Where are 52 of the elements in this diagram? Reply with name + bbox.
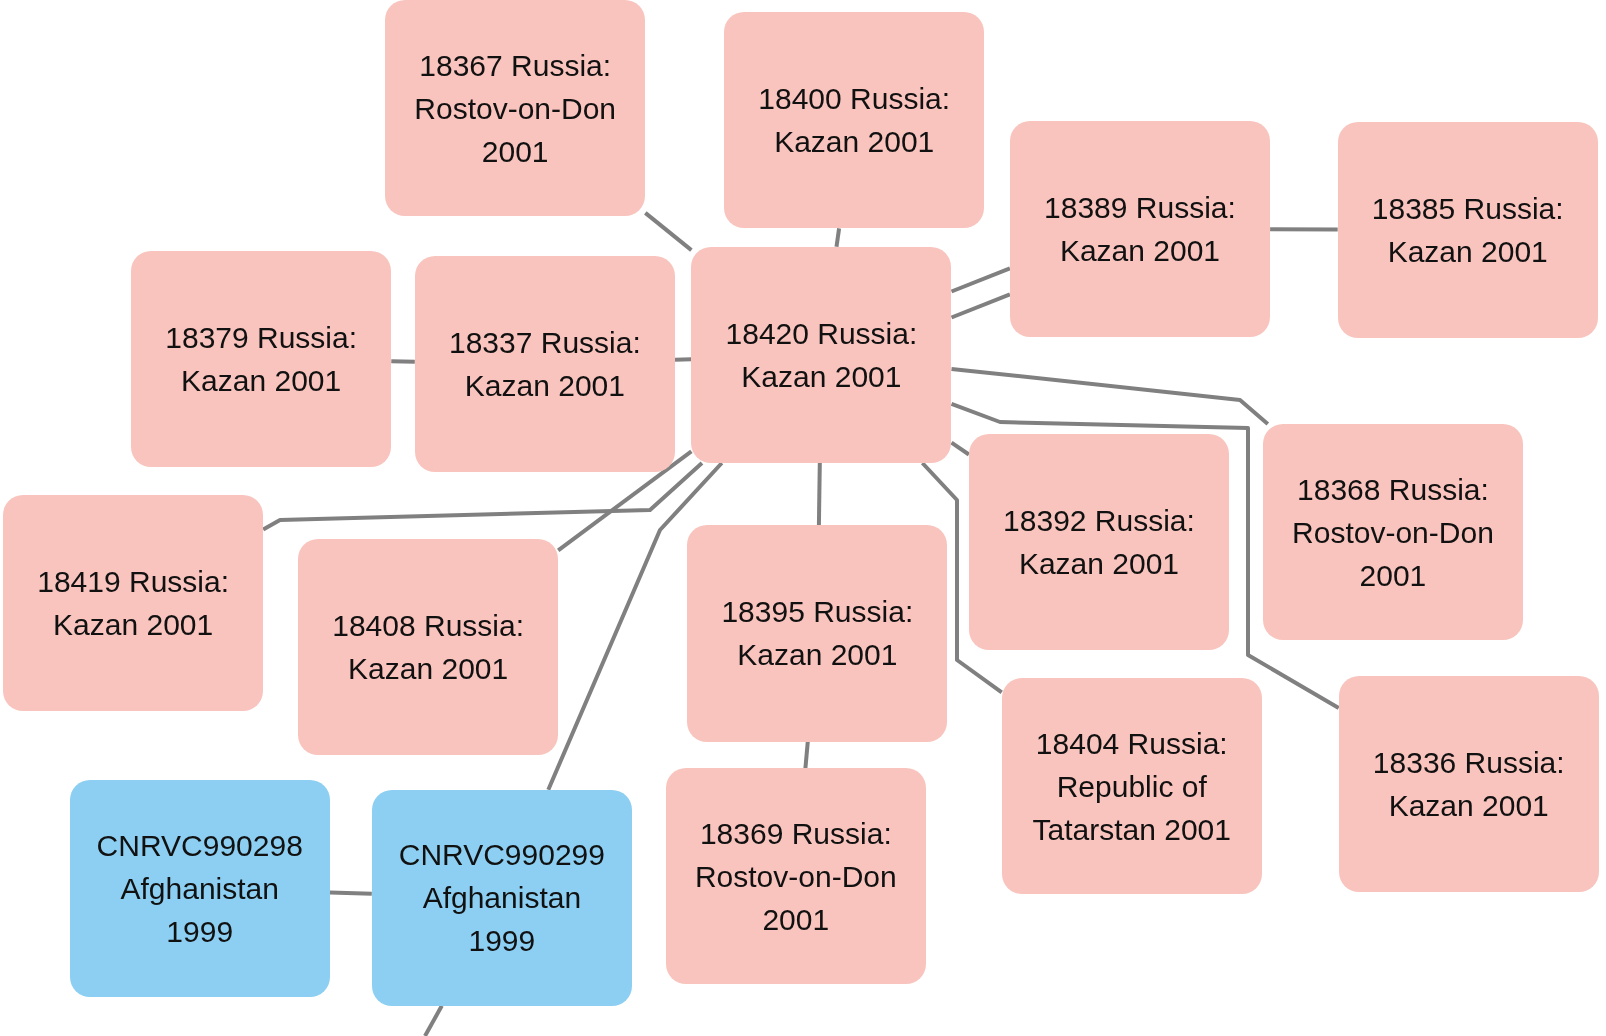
connector-line	[262, 461, 704, 532]
sample-box	[687, 525, 948, 742]
connector-line	[557, 449, 693, 552]
connector-line	[816, 462, 822, 526]
connector-line	[950, 441, 971, 457]
connector-line	[391, 359, 415, 364]
connector-line	[951, 366, 1270, 426]
sample-box	[298, 538, 559, 755]
sample-box	[1338, 676, 1599, 893]
sample-label: 18389 Russia: Kazan 2001	[1043, 189, 1237, 269]
sample-box	[724, 12, 985, 229]
connector-line	[950, 266, 1011, 294]
connector-line	[950, 401, 1340, 710]
sample-label: 18367 Russia: Rostov-on-Don 2001	[413, 47, 618, 170]
connector-line	[920, 461, 1003, 694]
connector-line	[674, 357, 692, 362]
sample-box	[131, 250, 392, 468]
sample-box	[1009, 120, 1271, 337]
sample-label: 18419 Russia: Kazan 2001	[36, 563, 231, 643]
connector-line	[1270, 227, 1338, 232]
connector-line	[546, 461, 724, 791]
sample-box	[1001, 678, 1262, 895]
sample-label: 18336 Russia: Kazan 2001	[1371, 745, 1566, 825]
sample-label: 18385 Russia: Kazan 2001	[1370, 190, 1565, 270]
sample-label: 18369 Russia: Rostov-on-Don 2001	[693, 815, 898, 938]
sample-box	[69, 780, 330, 997]
connector-line	[834, 228, 842, 248]
sample-box	[1337, 121, 1598, 338]
sample-label: 18337 Russia: Kazan 2001	[448, 325, 642, 405]
sample-box	[665, 768, 926, 985]
sample-label: 18404 Russia: Republic of Tatarstan 2001	[1031, 725, 1232, 848]
sample-label: 18395 Russia: Kazan 2001	[720, 594, 915, 674]
sample-box	[1262, 424, 1523, 641]
connector-line	[803, 741, 810, 769]
sample-label: 18400 Russia: Kazan 2001	[757, 81, 952, 161]
sample-label: CNRVC990299 Afghanistan 1999	[397, 837, 606, 960]
connector-line	[950, 292, 1011, 320]
sample-box	[968, 434, 1230, 651]
sample-label: 18379 Russia: Kazan 2001	[164, 320, 359, 399]
sample-box	[414, 256, 675, 473]
connector-line	[329, 890, 372, 896]
sample-label: 18368 Russia: Rostov-on-Don 2001	[1291, 471, 1495, 594]
connector-line	[423, 1004, 444, 1036]
sample-box	[371, 789, 632, 1006]
sample-box	[691, 246, 952, 463]
connector-line	[644, 211, 693, 252]
sample-label: CNRVC990298 Afghanistan 1999	[95, 828, 304, 950]
sample-box	[3, 494, 264, 711]
sample-label: 18392 Russia: Kazan 2001	[1002, 503, 1196, 583]
sample-label: 18408 Russia: Kazan 2001	[331, 607, 525, 687]
sample-box	[385, 0, 646, 217]
sample-label: 18420 Russia: Kazan 2001	[724, 315, 919, 395]
